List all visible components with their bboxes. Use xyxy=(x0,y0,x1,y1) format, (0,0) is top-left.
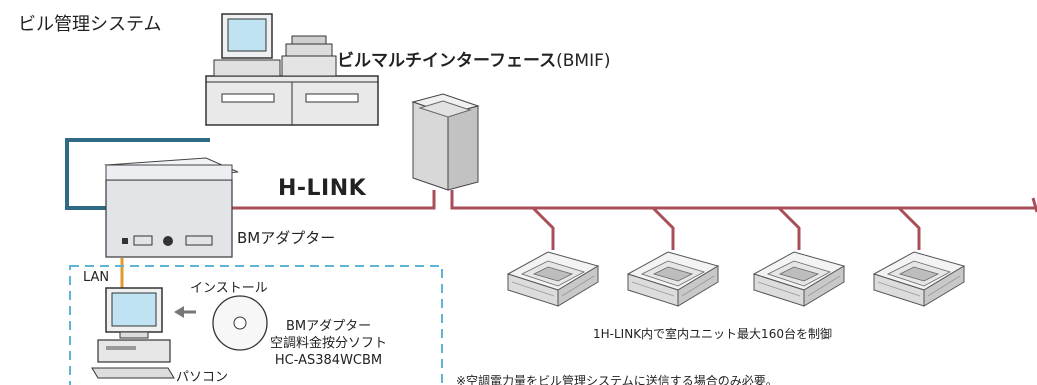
software-line2: 空調料金按分ソフト xyxy=(270,336,388,351)
bmif-cable xyxy=(65,138,210,210)
bmif-name: ビルマルチインターフェース xyxy=(337,51,557,71)
bmif-label: ビルマルチインターフェース(BMIF) xyxy=(337,46,611,71)
indoor-unit xyxy=(507,251,599,307)
install-area xyxy=(69,265,443,385)
indoor-limit-caption: 1H-LINK内で室内ユニット最大160台を制御 xyxy=(593,327,832,341)
pc-label: パソコン xyxy=(176,370,229,385)
outdoor-unit xyxy=(411,93,480,191)
bms-workstation xyxy=(205,13,379,126)
software-line3: HC-AS384WCBM xyxy=(274,353,383,368)
diagram-title: ビル管理システム xyxy=(18,14,162,35)
pc-computer xyxy=(91,287,175,379)
bm-adapter-label: BMアダプター xyxy=(237,229,336,247)
install-arrow xyxy=(174,306,196,318)
indoor-unit xyxy=(753,251,845,307)
footnote: ※空調電力量をビル管理システムに送信する場合のみ必要。 xyxy=(456,374,778,385)
software-line1: BMアダプター xyxy=(285,319,372,334)
install-label: インストール xyxy=(190,281,268,296)
cd-disc-icon xyxy=(212,295,268,351)
hlink-label: H-LINK xyxy=(278,176,367,201)
bm-adapter-box xyxy=(104,157,239,258)
bmif-abbr: (BMIF) xyxy=(556,51,611,71)
indoor-unit xyxy=(873,251,965,307)
indoor-unit xyxy=(627,251,719,307)
software-label: BMアダプター 空調料金按分ソフト HC-AS384WCBM xyxy=(270,318,387,369)
lan-label: LAN xyxy=(83,270,110,285)
hlink-cable xyxy=(229,190,1037,250)
